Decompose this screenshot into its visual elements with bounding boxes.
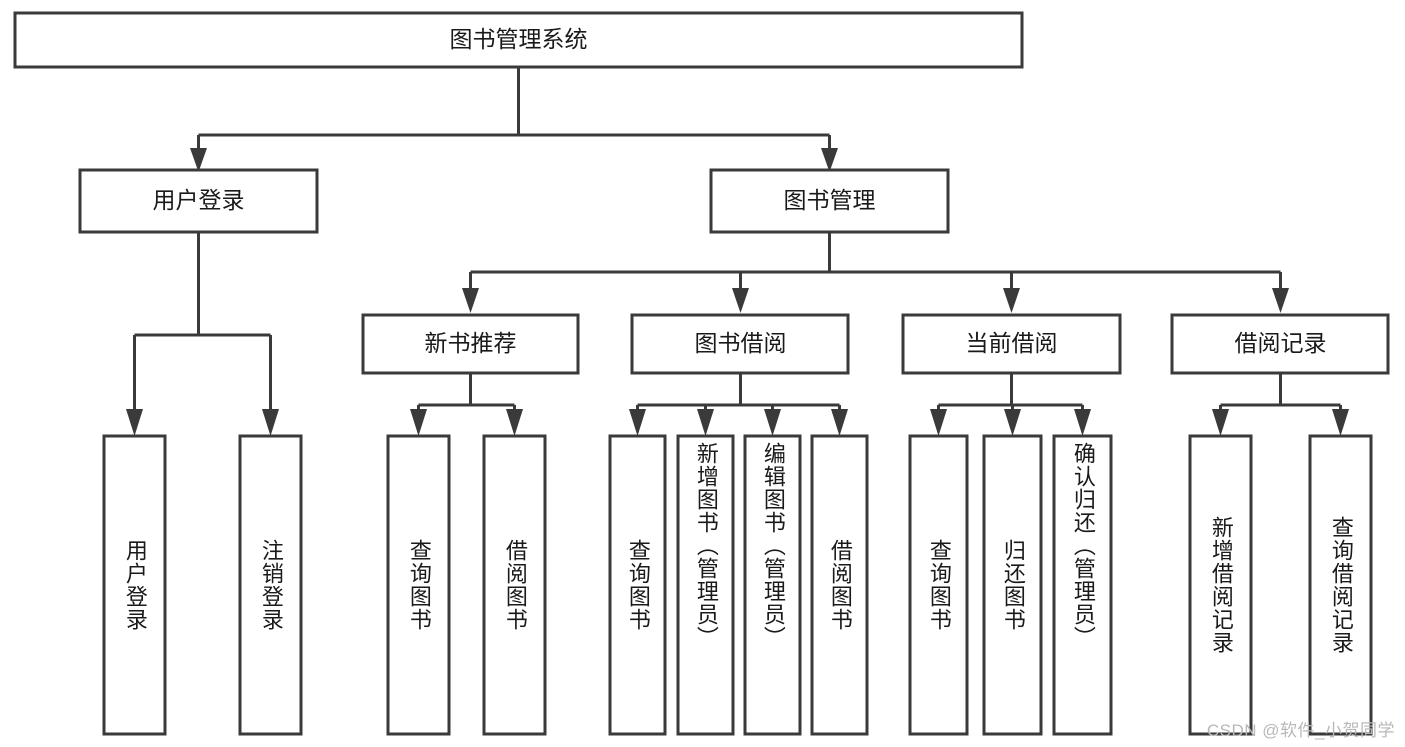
node-new-book-recommend-label: 新书推荐 bbox=[425, 330, 517, 356]
arrowhead-icon bbox=[821, 148, 838, 172]
node-current-borrow-label: 当前借阅 bbox=[966, 330, 1058, 356]
leaf-box-confirm-return[interactable] bbox=[1052, 434, 1113, 736]
node-root-label: 图书管理系统 bbox=[450, 26, 588, 52]
leaf-box-borrow-book-1[interactable] bbox=[482, 434, 547, 736]
node-root-box[interactable] bbox=[13, 11, 1024, 69]
node-user-login[interactable]: 用户登录 bbox=[78, 168, 319, 234]
leaf-box-edit-book[interactable] bbox=[743, 434, 802, 736]
leaf-box-query-book-2[interactable] bbox=[608, 434, 667, 736]
arrowhead-icon bbox=[506, 409, 523, 436]
node-new-book-recommend[interactable]: 新书推荐 bbox=[361, 313, 580, 375]
leaf-boxes-group bbox=[102, 434, 1373, 736]
leaf-box-add-record[interactable] bbox=[1188, 434, 1253, 736]
leaf-box-query-record[interactable] bbox=[1308, 434, 1373, 736]
node-current-borrow[interactable]: 当前借阅 bbox=[901, 313, 1122, 375]
arrowhead-icon bbox=[764, 409, 781, 436]
node-root[interactable]: 图书管理系统 bbox=[13, 11, 1024, 69]
arrowhead-icon bbox=[262, 409, 279, 436]
leaf-box-return-book[interactable] bbox=[982, 434, 1043, 736]
leaf-box-add-book[interactable] bbox=[676, 434, 735, 736]
arrowhead-icon bbox=[629, 409, 646, 436]
arrowhead-icon bbox=[462, 288, 479, 313]
arrowhead-icon bbox=[732, 288, 749, 313]
node-borrow-record-label: 借阅记录 bbox=[1235, 330, 1327, 356]
arrowhead-icon bbox=[1272, 288, 1289, 313]
arrowhead-icon bbox=[930, 409, 947, 436]
arrowhead-icon bbox=[1212, 409, 1229, 436]
node-borrow-record[interactable]: 借阅记录 bbox=[1170, 313, 1390, 375]
arrowhead-icon bbox=[410, 409, 427, 436]
node-current-borrow-box[interactable] bbox=[901, 313, 1122, 375]
node-book-borrow-label: 图书借阅 bbox=[695, 330, 787, 356]
node-book-borrow[interactable]: 图书借阅 bbox=[630, 313, 850, 375]
leaf-box-query-book-1[interactable] bbox=[386, 434, 451, 736]
arrowhead-icon bbox=[1004, 409, 1021, 436]
leaf-box-query-book-3[interactable] bbox=[908, 434, 969, 736]
arrowhead-icon bbox=[1003, 288, 1020, 313]
arrowhead-icon bbox=[697, 409, 714, 436]
arrowhead-icon bbox=[190, 148, 207, 172]
arrowhead-icon bbox=[1074, 409, 1091, 436]
node-borrow-record-box[interactable] bbox=[1170, 313, 1390, 375]
node-user-login-box[interactable] bbox=[78, 168, 319, 234]
arrowhead-icon bbox=[831, 409, 848, 436]
arrowheads-group bbox=[126, 148, 1349, 436]
node-new-book-recommend-box[interactable] bbox=[361, 313, 580, 375]
arrowhead-icon bbox=[1332, 409, 1349, 436]
arrowhead-icon bbox=[126, 409, 143, 436]
node-book-manage-label: 图书管理 bbox=[784, 187, 876, 213]
node-book-manage-box[interactable] bbox=[709, 168, 950, 234]
node-book-manage[interactable]: 图书管理 bbox=[709, 168, 950, 234]
leaf-box-borrow-book-2[interactable] bbox=[810, 434, 869, 736]
node-book-borrow-box[interactable] bbox=[630, 313, 850, 375]
node-user-login-label: 用户登录 bbox=[153, 187, 245, 213]
leaf-box-user-login[interactable] bbox=[102, 434, 167, 736]
leaf-box-logout-login[interactable] bbox=[238, 434, 303, 736]
